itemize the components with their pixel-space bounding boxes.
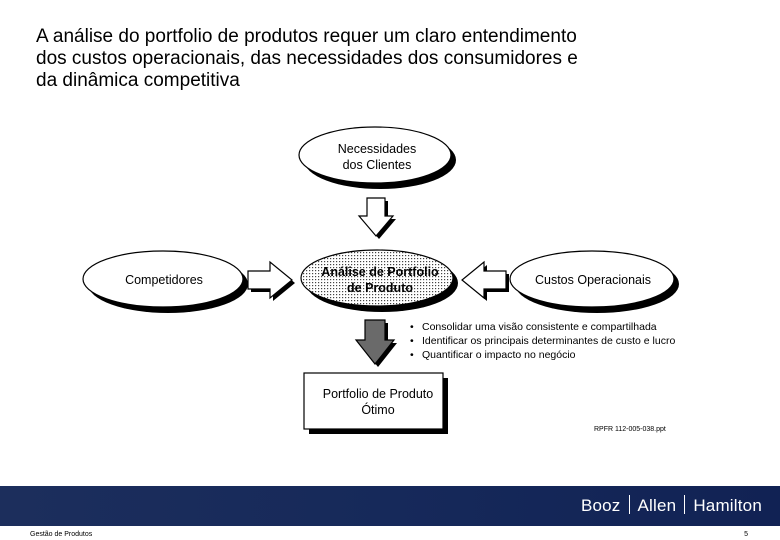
optimal-portfolio-box: [303, 372, 444, 430]
arrow-left-costs: [461, 260, 509, 301]
brand-separator-1: [628, 495, 630, 514]
competitors-label: Competidores: [125, 273, 203, 287]
brand-part-3: Hamilton: [693, 496, 762, 515]
footer-band: Booz Allen Hamilton: [0, 486, 780, 526]
page-number: 5: [744, 531, 748, 538]
bullet-marker-2: •: [410, 335, 414, 347]
brand-logo: Booz Allen Hamilton: [581, 495, 762, 516]
operating-costs-label: Custos Operacionais: [535, 273, 651, 287]
brand-separator-2: [684, 495, 686, 514]
portfolio-analysis-ellipse: [300, 249, 454, 307]
optimal-portfolio-node: Portfolio de Produto Ótimo: [303, 372, 448, 434]
optimal-portfolio-label-2: Ótimo: [361, 402, 394, 417]
slide-title: A análise do portfolio de produtos reque…: [36, 26, 746, 92]
customer-needs-node: Necessidades dos Clientes: [298, 126, 456, 189]
bullet-list: • Consolidar uma visão consistente e com…: [410, 321, 675, 361]
portfolio-analysis-label-2: de Produto: [347, 281, 413, 295]
footer-section-label: Gestão de Produtos: [30, 531, 93, 538]
customer-needs-label-1: Necessidades: [338, 142, 417, 156]
portfolio-analysis-node: Análise de Portfolio de Produto: [300, 249, 458, 312]
optimal-portfolio-label-1: Portfolio de Produto: [323, 387, 434, 401]
bullet-1: Consolidar uma visão consistente e compa…: [422, 321, 657, 333]
brand-part-1: Booz: [580, 496, 621, 515]
bullet-3: Quantificar o impacto no negócio: [422, 349, 576, 361]
customer-needs-ellipse: [298, 126, 452, 184]
arrow-down-needs: [357, 197, 396, 239]
title-line-1: A análise do portfolio de produtos reque…: [36, 26, 577, 47]
portfolio-analysis-label-1: Análise de Portfolio: [321, 265, 439, 279]
operating-costs-node: Custos Operacionais: [509, 250, 679, 313]
bullet-marker-3: •: [410, 349, 414, 361]
operating-costs-ellipse: [509, 250, 675, 308]
arrow-right-competitors: [247, 260, 295, 301]
title-line-2: dos custos operacionais, das necessidade…: [36, 48, 578, 69]
customer-needs-label-2: dos Clientes: [343, 158, 412, 172]
bullet-marker-1: •: [410, 321, 414, 333]
portfolio-diagram: Necessidades dos Clientes Competidores A…: [82, 126, 679, 434]
competitors-ellipse: [82, 250, 244, 308]
competitors-node: Competidores: [82, 250, 248, 313]
bullet-2: Identificar os principais determinantes …: [422, 335, 675, 347]
brand-part-2: Allen: [637, 496, 677, 515]
title-line-3: da dinâmica competitiva: [36, 70, 240, 91]
arrow-down-result: [354, 319, 397, 367]
reference-code: RPFR 112-005-038.ppt: [594, 426, 666, 433]
